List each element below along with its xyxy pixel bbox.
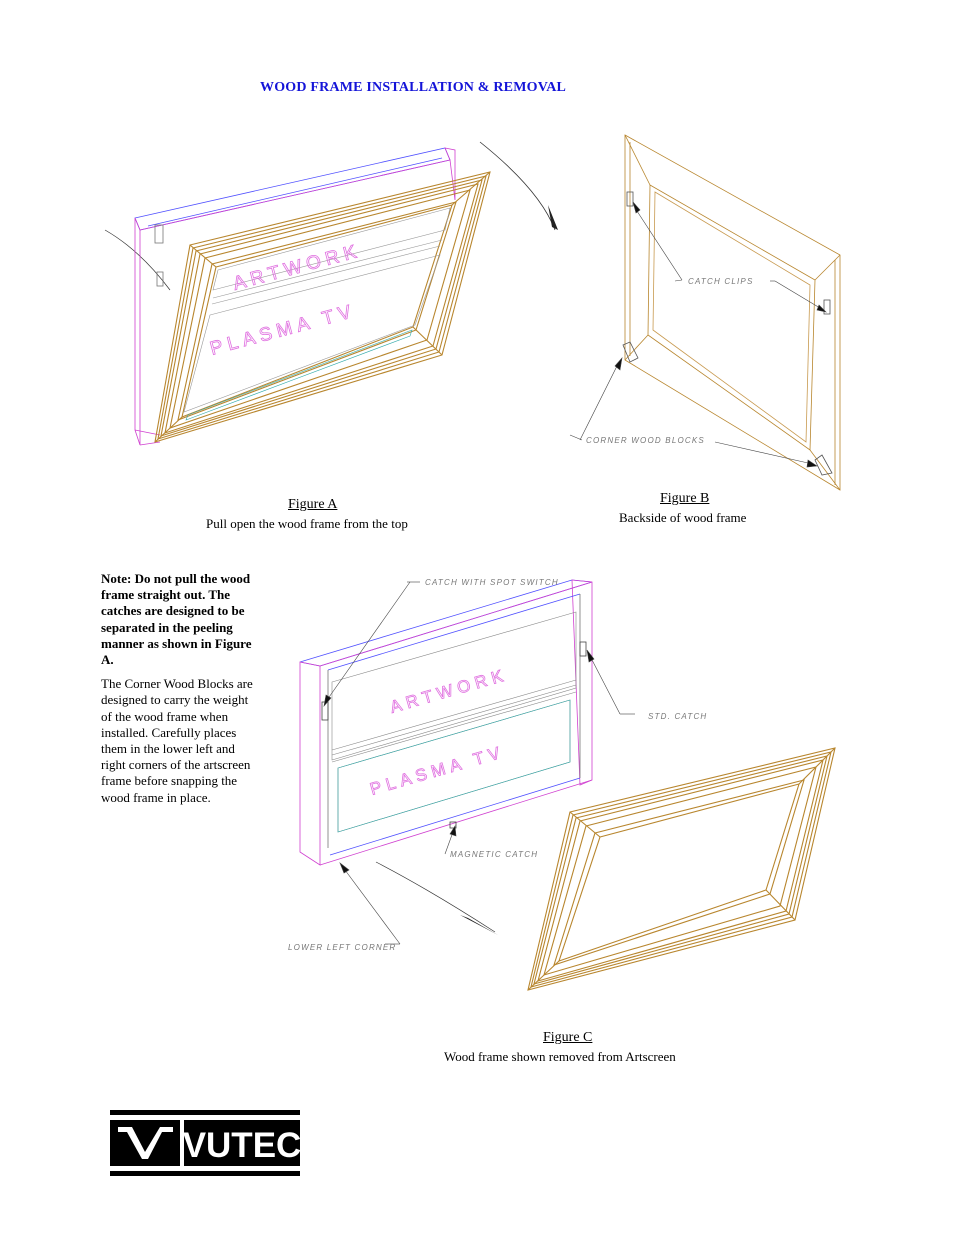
- figure-c-screen-plasma: PLASMA TV: [368, 742, 507, 799]
- vutec-logo: VUTEC: [110, 1110, 300, 1176]
- vutec-logo-text: VUTEC: [183, 1126, 300, 1165]
- figure-c-label: Figure C: [543, 1030, 593, 1045]
- figure-c-callout-std-catch: STD. CATCH: [648, 712, 707, 721]
- figure-a-label: Figure A: [288, 497, 338, 512]
- note-warning: Note: Do not pull the wood frame straigh…: [101, 571, 252, 668]
- figure-a-drawing: ARTWORK PLASMA TV: [104, 141, 558, 446]
- figure-b-callout-corner-blocks: CORNER WOOD BLOCKS: [586, 436, 705, 445]
- figure-c-callout-catch-spot-switch: CATCH WITH SPOT SWITCH: [425, 578, 559, 587]
- figure-c-callout-lower-left-corner: LOWER LEFT CORNER: [288, 943, 396, 952]
- page-title: WOOD FRAME INSTALLATION & REMOVAL: [260, 80, 567, 95]
- figure-b-label: Figure B: [660, 491, 710, 506]
- note-body: The Corner Wood Blocks are designed to c…: [101, 676, 253, 805]
- figure-b-caption: Backside of wood frame: [619, 510, 747, 525]
- figure-b-drawing: CATCH CLIPS CORNER WOOD BLOCKS: [569, 134, 841, 491]
- installation-note: Note: Do not pull the wood frame straigh…: [101, 571, 261, 814]
- figure-b-callout-catch-clips: CATCH CLIPS: [688, 277, 754, 286]
- figure-c-callout-magnetic-catch: MAGNETIC CATCH: [450, 850, 538, 859]
- figure-a-caption: Pull open the wood frame from the top: [206, 516, 408, 531]
- figure-c-drawing: ARTWORK PLASMA TV CATCH WITH SPOT S: [288, 578, 836, 991]
- figure-c-caption: Wood frame shown removed from Artscreen: [444, 1049, 676, 1064]
